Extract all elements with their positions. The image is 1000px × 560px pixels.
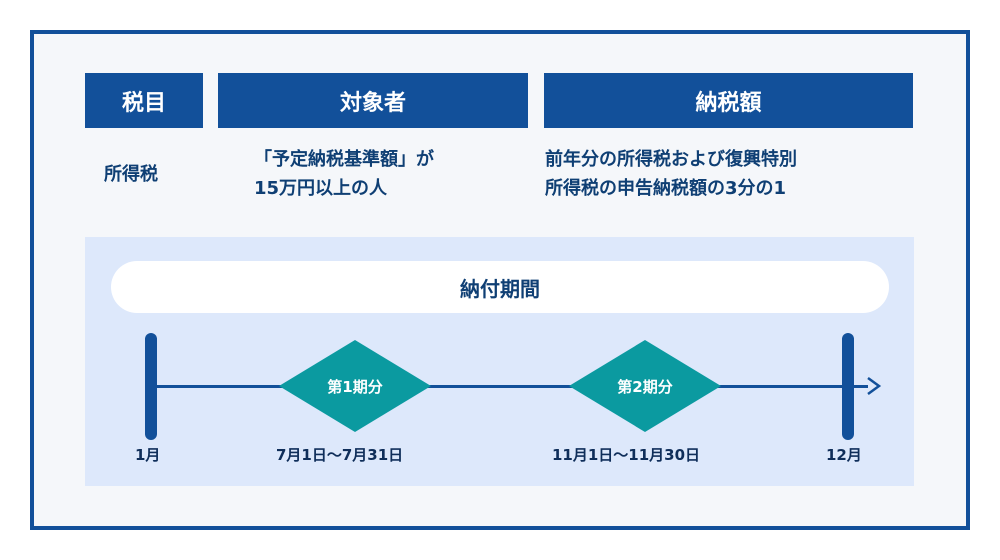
target-line-1: 「予定納税基準額」が: [254, 149, 434, 170]
tax-item-value: 所得税: [104, 164, 158, 185]
target-line-2: 15万円以上の人: [254, 178, 388, 199]
period-2-label: 第2期分: [617, 377, 673, 396]
timeline-end-marker: [842, 333, 854, 440]
period-1-range: 7月1日〜7月31日: [276, 446, 404, 464]
arrow-right-icon: [866, 376, 882, 400]
header-target: 対象者: [218, 73, 528, 128]
timeline-start-marker: [145, 333, 157, 440]
header-amount: 納税額: [544, 73, 913, 128]
timeline-axis: [150, 385, 868, 388]
period-2-diamond: 第2期分: [569, 340, 721, 432]
period-1-diamond: 第1期分: [279, 340, 431, 432]
period-1-label: 第1期分: [327, 377, 383, 396]
amount-line-1: 前年分の所得税および復興特別: [545, 149, 797, 170]
header-tax-item: 税目: [85, 73, 203, 128]
target-value: 「予定納税基準額」が 15万円以上の人: [254, 145, 434, 203]
start-month-label: 1月: [135, 446, 161, 464]
period-2-range: 11月1日〜11月30日: [552, 446, 701, 464]
amount-line-2: 所得税の申告納税額の3分の1: [545, 178, 787, 199]
amount-value: 前年分の所得税および復興特別 所得税の申告納税額の3分の1: [545, 145, 797, 203]
payment-period-title: 納付期間: [111, 261, 889, 313]
end-month-label: 12月: [826, 446, 862, 464]
